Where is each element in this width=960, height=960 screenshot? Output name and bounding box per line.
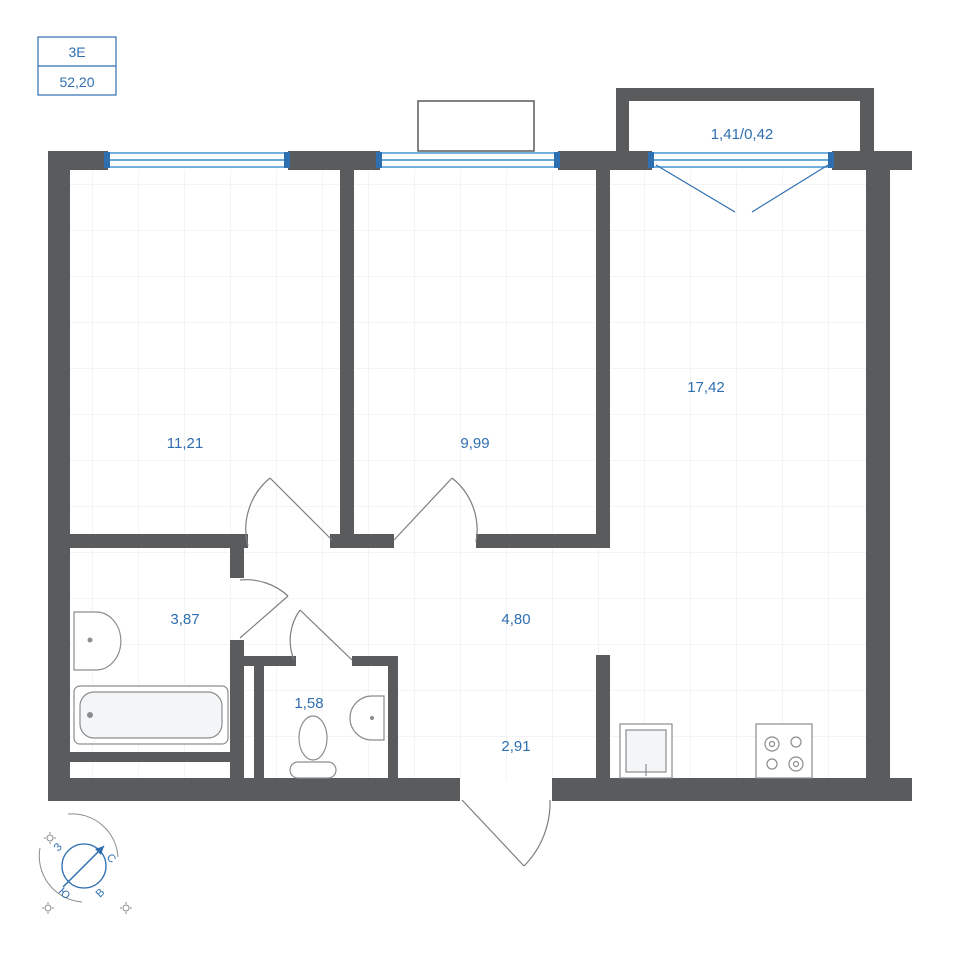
room-area-hallway: 4,80	[501, 611, 530, 628]
toilet-bowl	[298, 715, 328, 761]
compass-west: З	[52, 841, 65, 854]
floor-grid	[70, 170, 870, 780]
room-area-toilet: 1,58	[294, 695, 323, 712]
balcony-door	[655, 164, 829, 213]
room-area-balcony: 1,41/0,42	[711, 126, 774, 143]
windows	[107, 152, 833, 168]
apartment-type: 3E	[68, 44, 85, 60]
outer-walls	[48, 151, 912, 801]
stove	[755, 723, 813, 779]
room-labels: 11,21 9,99 17,42 3,87 4,80 1,58 2,91 1,4…	[167, 126, 774, 755]
toilet-tank	[289, 761, 337, 779]
apartment-badge: 3E 52,20	[37, 36, 117, 96]
doors	[239, 477, 551, 867]
window-frames	[104, 152, 834, 168]
room-area-bedroom-middle: 9,99	[460, 435, 489, 452]
room-area-living-kitchen: 17,42	[687, 379, 725, 396]
compass-east: В	[94, 886, 108, 900]
bathroom-fixtures	[73, 611, 229, 745]
toilet-fixtures	[289, 695, 385, 779]
toilet-sink	[349, 695, 385, 741]
room-area-bedroom-left: 11,21	[167, 435, 203, 452]
sun-icon	[42, 832, 132, 914]
washbasin	[73, 611, 122, 671]
compass-needle	[62, 845, 105, 888]
kitchen-fixtures	[619, 723, 813, 779]
compass: С З Ю В	[38, 813, 132, 914]
interior-walls	[70, 170, 610, 780]
room-area-bathroom: 3,87	[170, 611, 199, 628]
room-area-entrance: 2,91	[501, 738, 530, 755]
vent-box	[417, 100, 535, 152]
apartment-total-area: 52,20	[59, 74, 94, 90]
balcony-walls	[616, 88, 874, 152]
